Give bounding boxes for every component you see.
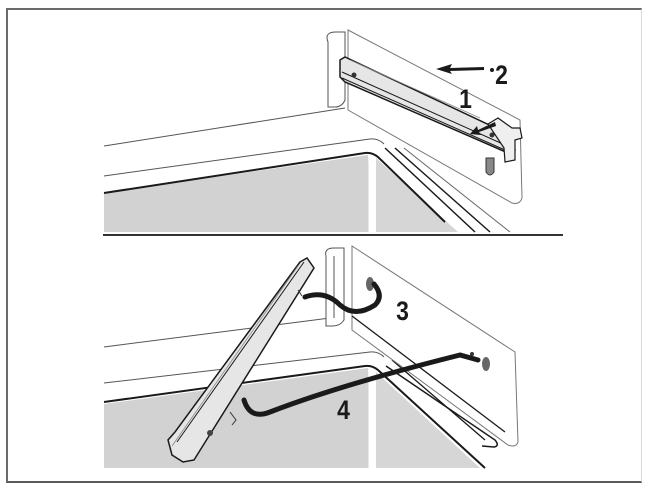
wall-bracket-top xyxy=(326,31,346,108)
step-label-1: 1 xyxy=(459,84,472,114)
wall-bracket-bottom xyxy=(325,247,345,327)
hook-tab xyxy=(485,157,495,176)
arrow-3-icon xyxy=(302,281,382,314)
step-label-4: 4 xyxy=(337,395,350,425)
arrow-4-icon xyxy=(241,352,481,417)
diagram-frame xyxy=(6,8,642,483)
step-label-2: 2 xyxy=(495,60,508,90)
step-label-3: 3 xyxy=(396,296,409,326)
top-panel xyxy=(103,29,563,236)
arrow-1-icon xyxy=(470,122,496,135)
oven-cavity-top xyxy=(104,155,372,232)
arrow-2-icon xyxy=(436,64,484,74)
rail-bottom xyxy=(167,257,315,463)
bottom-panel xyxy=(103,245,519,469)
